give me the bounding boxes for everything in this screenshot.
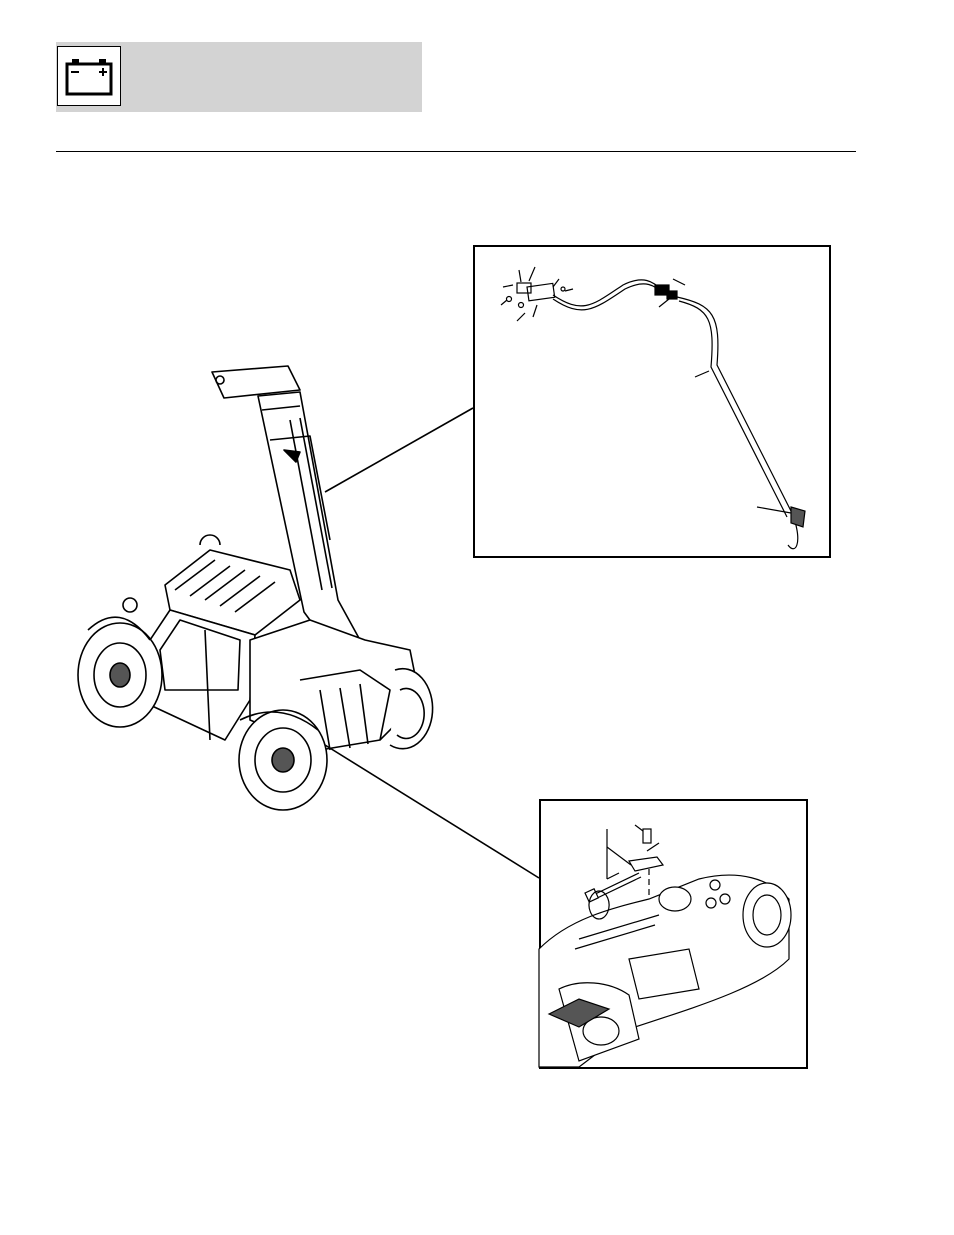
inset-top — [473, 245, 831, 558]
axle-sensor-bracket-detail — [539, 799, 808, 1069]
inset-bottom — [539, 799, 808, 1069]
boom-wiring-harness-detail — [473, 245, 831, 558]
